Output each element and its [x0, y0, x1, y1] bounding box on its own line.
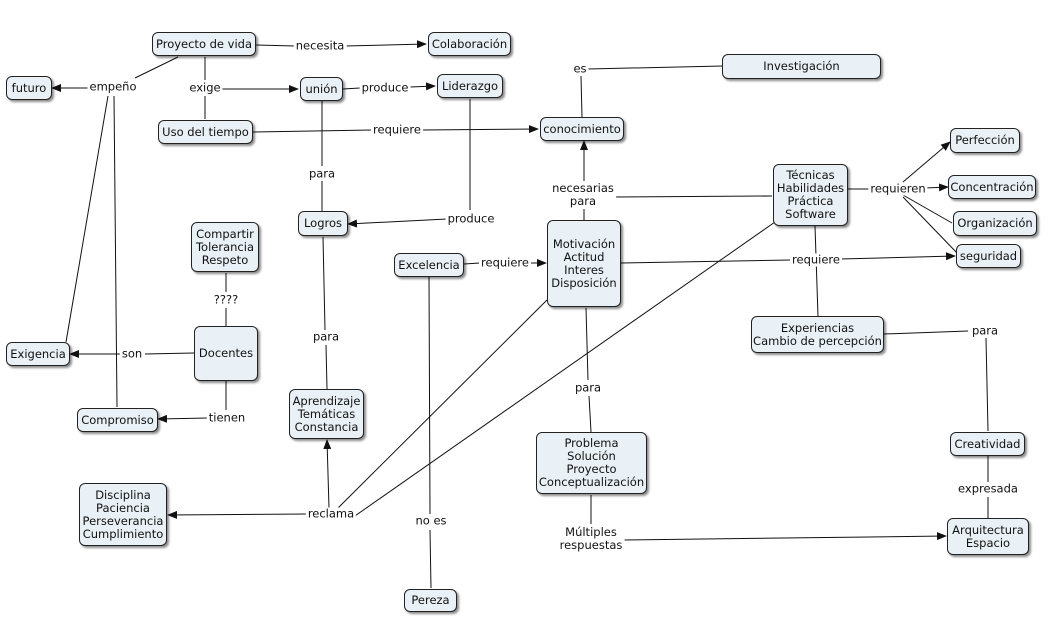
concept-docentes[interactable]: Docentes [194, 326, 258, 381]
link-reclama: reclama [305, 506, 357, 521]
edge-motivacion-reclama [337, 299, 548, 509]
edge-tecnicas-experiencias [814, 225, 819, 317]
link-para-logros-aprendizaje: para [310, 329, 342, 344]
edge-tienen-compromiso [157, 414, 209, 423]
link-produce-union-liderazgo: produce [359, 80, 411, 95]
link-es: es [571, 61, 589, 76]
link-pregunta: ???? [211, 292, 241, 307]
concept-arquitectura-espacio[interactable]: Arquitectura Espacio [947, 518, 1029, 555]
edge-motivacion-requiere [620, 259, 791, 264]
edge-excelencia-noes [428, 275, 431, 515]
edge-tecnicas-necesarias [611, 195, 773, 198]
link-produce-liderazgo-logros: produce [445, 211, 497, 226]
edge-requiere-seguridad [839, 252, 956, 261]
concept-compartir-tolerancia-respeto[interactable]: Compartir Tolerancia Respeto [191, 222, 259, 272]
link-necesarias-para: necesarias para [550, 181, 616, 208]
link-son: son [119, 346, 145, 361]
edge-investigacion-es [587, 65, 724, 70]
edge-produce-logros [347, 218, 448, 228]
concept-perfeccion[interactable]: Perfección [950, 128, 1020, 153]
concept-experiencias-cambio-de-percepcion[interactable]: Experiencias Cambio de percepción [751, 316, 884, 353]
concept-pereza[interactable]: Pereza [404, 589, 457, 612]
edge-logros-para [322, 236, 326, 331]
concept-liderazgo[interactable]: Liderazgo [437, 74, 503, 98]
link-requieren: requieren [868, 181, 928, 196]
concept-motivacion-actitud-interes-disposicion[interactable]: Motivación Actitud Interes Disposición [547, 220, 621, 307]
edge-requiere-conocimiento [421, 125, 539, 134]
edge-tecnicas-reclama [351, 221, 776, 519]
link-para-motivacion-problema: para [572, 380, 604, 395]
edge-multiples-arquitectura [621, 532, 947, 541]
edge-para-problema [588, 395, 592, 433]
concept-tecnicas-habilidades-practica-software[interactable]: Técnicas Habilidades Práctica Software [773, 164, 848, 226]
concept-proyecto-de-vida[interactable]: Proyecto de vida [152, 32, 256, 56]
concept-seguridad[interactable]: seguridad [956, 244, 1021, 268]
link-multiples-respuestas: Múltiples respuestas [557, 525, 625, 552]
concept-conocimiento[interactable]: conocimiento [540, 117, 624, 141]
concept-organizacion[interactable]: Organización [953, 211, 1037, 236]
link-requiere-motivacion-seguridad: requiere [790, 252, 842, 267]
concept-aprendizaje-tematicas-constancia[interactable]: Aprendizaje Temáticas Constancia [289, 389, 364, 439]
edge-uso-requiere [252, 129, 373, 133]
edge-empeno-compromiso [113, 95, 118, 408]
edge-experiencias-para [883, 330, 969, 335]
link-empeno: empeño [87, 79, 139, 94]
link-necesita: necesita [293, 38, 347, 53]
concept-logros[interactable]: Logros [298, 211, 348, 236]
edge-requieren-organizacion [902, 194, 953, 224]
edge-proyecto-empeno [134, 56, 179, 79]
edge-necesita-colaboracion [344, 40, 427, 49]
edge-reclama-disciplina [167, 510, 309, 519]
link-tienen: tienen [206, 410, 248, 425]
concept-colaboracion[interactable]: Colaboración [428, 32, 511, 56]
edge-proyecto-necesita [255, 44, 296, 47]
concept-problema-solucion-proyecto-conceptualizacion[interactable]: Problema Solución Proyecto Conceptualiza… [536, 432, 647, 494]
edge-para-creatividad [985, 337, 989, 432]
edge-motivacion-para [585, 307, 589, 381]
concept-uso-del-tiempo[interactable]: Uso del tiempo [158, 120, 253, 144]
concept-exigencia[interactable]: Exigencia [6, 342, 70, 366]
link-requiere-excelencia-motivacion: requiere [479, 255, 531, 270]
edge-es-conocimiento [580, 75, 583, 118]
edge-noes-pereza [429, 529, 432, 589]
edge-excelencia-requiere [463, 262, 481, 265]
edge-docentes-son [144, 352, 195, 355]
concept-excelencia[interactable]: Excelencia [394, 253, 464, 277]
link-para-union-logros: para [306, 166, 338, 181]
concept-creatividad[interactable]: Creatividad [950, 432, 1025, 456]
link-requiere-uso-conocimiento: requiere [371, 122, 423, 137]
concept-futuro[interactable]: futuro [6, 76, 52, 100]
edge-requieren-concentracion [924, 183, 949, 192]
edge-para-aprendizaje [325, 344, 328, 390]
concept-union[interactable]: unión [300, 77, 343, 101]
edge-requieren-perfeccion [902, 141, 951, 183]
edge-reclama-aprendizaje [323, 439, 332, 509]
concept-compromiso[interactable]: Compromiso [77, 408, 158, 432]
link-expresada: expresada [956, 481, 1020, 496]
edge-union-produce [342, 87, 361, 90]
edge-produce-liderazgo [409, 82, 436, 91]
link-para-experiencias-creatividad: para [969, 323, 1001, 338]
link-no-es: no es [413, 513, 449, 528]
concept-investigacion[interactable]: Investigación [722, 54, 881, 79]
concept-disciplina-paciencia-perseverancia-cumplimiento[interactable]: Disciplina Paciencia Perseverancia Cumpl… [79, 483, 167, 546]
link-exige: exige [187, 80, 223, 95]
edge-empeno-exigencia [65, 95, 109, 343]
concept-concentracion[interactable]: Concentración [948, 175, 1036, 199]
edge-requieren-seguridad [902, 196, 959, 255]
